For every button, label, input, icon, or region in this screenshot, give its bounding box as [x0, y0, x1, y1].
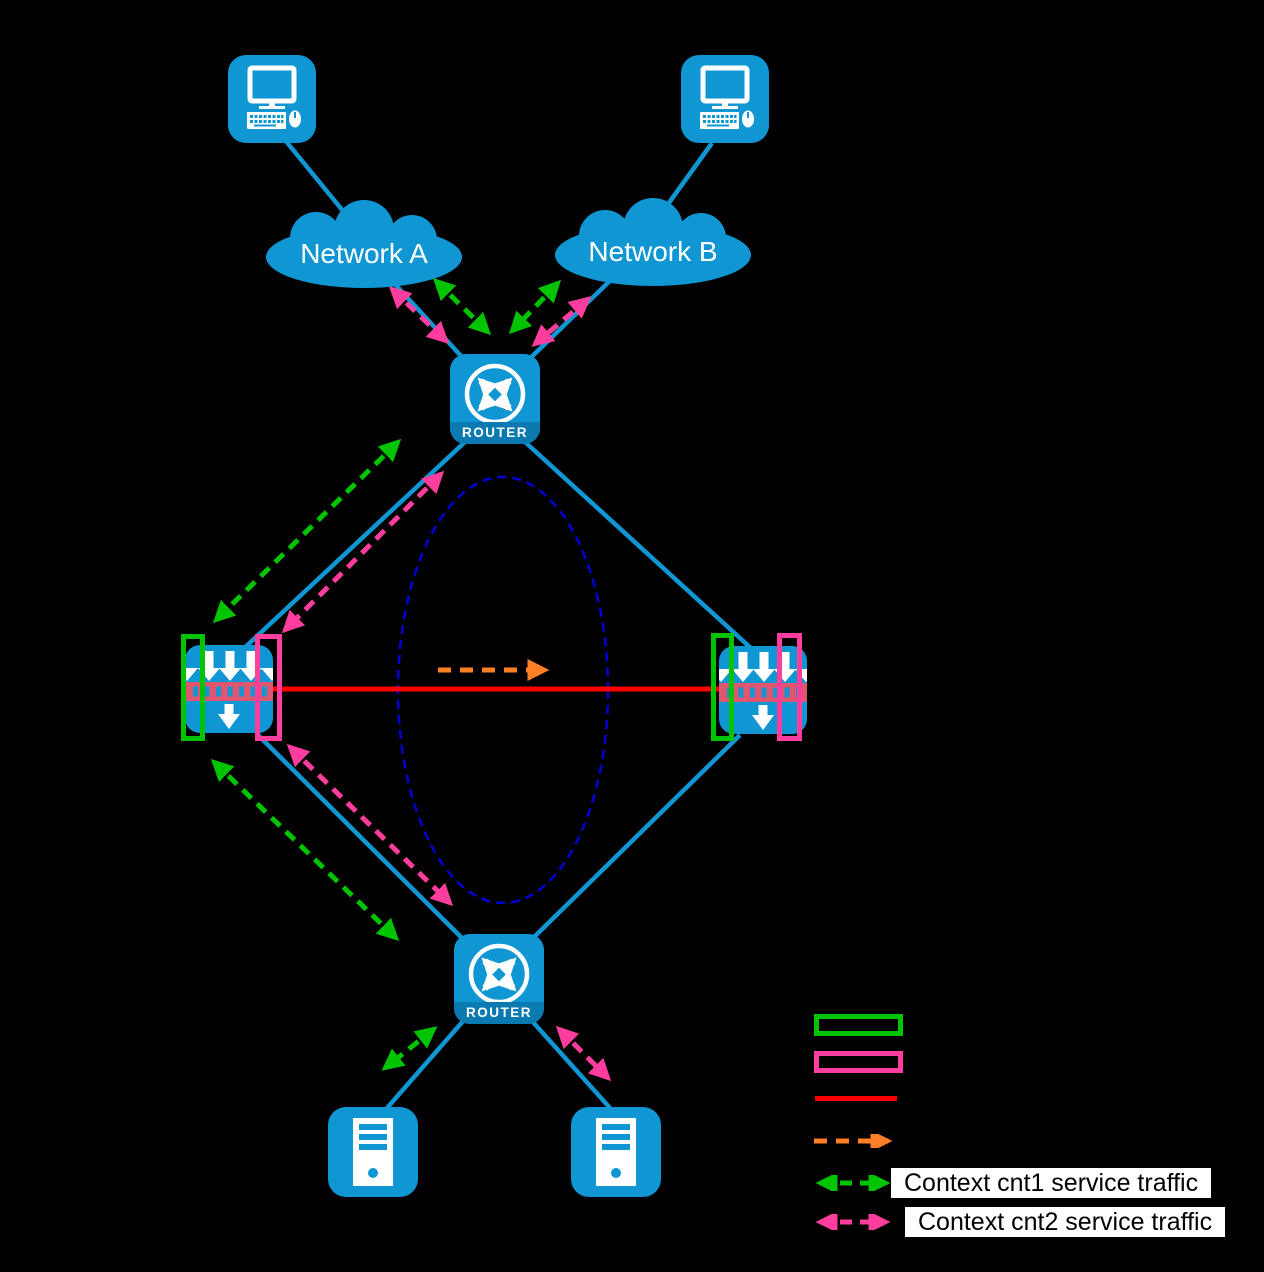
- cnt1-arrow-network-b-router-top: [508, 279, 562, 335]
- server-icon: [571, 1107, 661, 1197]
- router-icon: [450, 354, 540, 444]
- cnt2-arrow-firewall-left-router-bottom: [286, 743, 454, 907]
- pc-icon: [681, 55, 769, 143]
- network-a-label: Network A: [300, 238, 428, 269]
- link-pc-a-network-a: [283, 138, 354, 224]
- network-a-node: Network A: [264, 200, 464, 290]
- cnt1-context-rect-firewall-left: [181, 634, 205, 741]
- link-router-bottom-server-right: [530, 1019, 612, 1110]
- pc-a-node: [228, 55, 316, 143]
- legend-swatch-orange-dashed-arrow: [814, 1134, 893, 1148]
- cnt1-context-rect-firewall-right: [711, 633, 734, 741]
- network-b-node: Network B: [553, 198, 753, 288]
- cnt2-arrow-router-top-firewall-left: [281, 470, 445, 634]
- router-top-node: ROUTER: [450, 354, 540, 444]
- legend-swatch-cnt2-arrow: [815, 1214, 891, 1230]
- firewall-right-node: [710, 646, 817, 734]
- server-icon: [328, 1107, 418, 1197]
- cnt1-arrow-router-bottom-server-left: [381, 1026, 438, 1071]
- cnt2-context-rect-firewall-left: [255, 634, 282, 741]
- firewall-left-node: [176, 645, 283, 733]
- cloud-icon: [555, 198, 751, 286]
- link-firewall-right-router-bottom: [525, 733, 742, 946]
- server-left-node: [328, 1107, 418, 1197]
- pc-icon: [228, 55, 316, 143]
- router-bottom-node: ROUTER: [454, 934, 544, 1024]
- router-bottom-label: ROUTER: [454, 1002, 544, 1024]
- cloud-icon: [266, 200, 462, 288]
- legend-swatch-pink-rectangle: [814, 1051, 903, 1073]
- cnt1-arrow-network-a-router-top: [432, 277, 492, 336]
- cnt2-arrow-network-b-router-top: [531, 296, 592, 347]
- firewall-icon: [710, 646, 817, 734]
- router-top-label: ROUTER: [450, 422, 540, 444]
- cnt2-arrow-router-bottom-server-right: [555, 1025, 612, 1082]
- cnt1-arrow-firewall-left-router-bottom: [210, 758, 400, 942]
- cnt2-context-rect-firewall-right: [777, 633, 802, 741]
- pc-b-node: [681, 55, 769, 143]
- legend-swatch-green-rectangle: [814, 1014, 903, 1036]
- link-router-top-firewall-right: [522, 439, 755, 652]
- firewall-icon: [176, 645, 283, 733]
- server-right-node: [571, 1107, 661, 1197]
- link-router-top-firewall-left: [238, 439, 468, 654]
- legend-label-cnt1: Context cnt1 service traffic: [891, 1168, 1212, 1198]
- legend-swatch-red-line: [815, 1096, 897, 1101]
- network-b-label: Network B: [588, 236, 718, 267]
- cnt2-arrow-network-a-router-top: [388, 285, 450, 345]
- legend-swatch-cnt1-arrow: [815, 1175, 891, 1191]
- link-firewall-left-router-bottom: [256, 733, 470, 946]
- legend-label-cnt2: Context cnt2 service traffic: [905, 1207, 1226, 1237]
